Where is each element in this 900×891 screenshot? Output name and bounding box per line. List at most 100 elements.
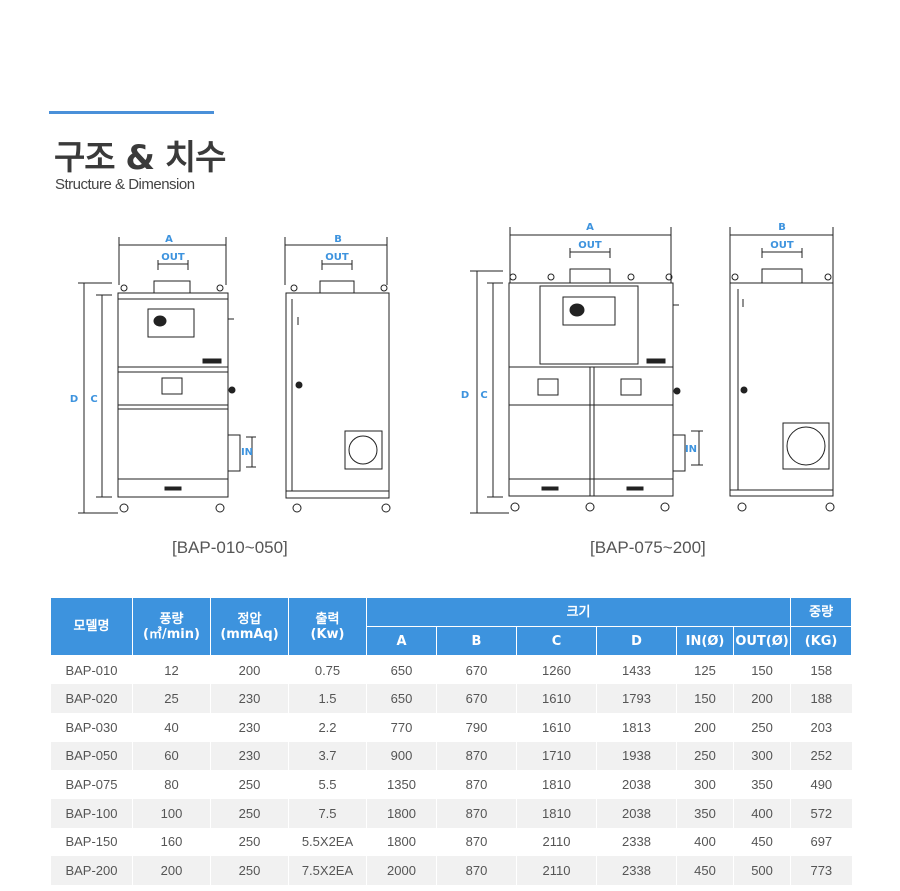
header-size-col: OUT(Ø) bbox=[732, 626, 792, 656]
table-cell: 1610 bbox=[516, 712, 597, 742]
table-cell: 1350 bbox=[366, 770, 437, 799]
header-model: 모델명 bbox=[50, 597, 133, 656]
dim-label-out: OUT bbox=[161, 252, 185, 263]
table-cell: 250 bbox=[676, 741, 734, 771]
table-cell: 500 bbox=[732, 856, 791, 885]
table-cell: 1610 bbox=[516, 684, 597, 713]
table-cell: 150 bbox=[732, 655, 791, 685]
table-cell: 200 bbox=[676, 712, 734, 742]
header-pressure: 정압(mmAq) bbox=[210, 597, 289, 656]
table-cell: BAP-075 bbox=[50, 770, 133, 799]
dim-label-c: C bbox=[90, 394, 97, 405]
table-cell: 870 bbox=[436, 798, 517, 828]
table-cell: 1813 bbox=[596, 712, 677, 742]
table-cell: 1260 bbox=[516, 655, 597, 685]
table-cell: 2038 bbox=[596, 770, 677, 799]
table-cell: 5.5X2EA bbox=[288, 827, 367, 857]
table-cell: 2338 bbox=[596, 856, 677, 885]
table-cell: 300 bbox=[676, 770, 734, 799]
dim-label-out-side: OUT bbox=[325, 252, 349, 263]
dim-label-d: D bbox=[70, 394, 78, 405]
table-cell: 252 bbox=[790, 741, 852, 771]
diagram-caption-small: [BAP-010~050] bbox=[172, 538, 288, 557]
table-cell: 250 bbox=[210, 798, 289, 828]
table-cell: 2038 bbox=[596, 798, 677, 828]
header-size: 크기 bbox=[365, 597, 792, 627]
title-accent-line bbox=[49, 111, 214, 114]
table-cell: 400 bbox=[676, 827, 734, 857]
header-size-col: IN(Ø) bbox=[676, 626, 734, 656]
table-cell: 870 bbox=[436, 770, 517, 799]
table-cell: 230 bbox=[210, 712, 289, 742]
table-cell: 3.7 bbox=[288, 741, 367, 771]
table-cell: 40 bbox=[132, 712, 211, 742]
table-cell: 450 bbox=[732, 827, 791, 857]
table-cell: 158 bbox=[790, 655, 852, 685]
header-power: 출력(Kw) bbox=[288, 597, 367, 656]
table-cell: 2338 bbox=[596, 827, 677, 857]
table-cell: 200 bbox=[132, 856, 211, 885]
table-cell: 450 bbox=[676, 856, 734, 885]
table-cell: 2000 bbox=[366, 856, 437, 885]
header-size-col: A bbox=[366, 626, 437, 656]
table-cell: 1810 bbox=[516, 770, 597, 799]
table-cell: BAP-050 bbox=[50, 741, 133, 771]
table-cell: 125 bbox=[676, 655, 734, 685]
dim-label-in: IN bbox=[241, 447, 253, 458]
header-weight: 중량 bbox=[790, 597, 853, 627]
dim-label-b: B bbox=[334, 234, 342, 245]
table-cell: 670 bbox=[436, 655, 517, 685]
table-cell: 300 bbox=[732, 741, 791, 771]
dim-label-out: OUT bbox=[578, 240, 602, 251]
table-cell: 697 bbox=[790, 827, 852, 857]
table-cell: 12 bbox=[132, 655, 211, 685]
dim-label-a: A bbox=[586, 222, 594, 233]
table-cell: 0.75 bbox=[288, 655, 367, 685]
table-cell: 670 bbox=[436, 684, 517, 713]
table-cell: BAP-150 bbox=[50, 827, 133, 857]
section-subtitle: Structure & Dimension bbox=[55, 176, 195, 193]
table-cell: BAP-200 bbox=[50, 856, 133, 885]
diagram-small-unit: A OUT D C IN B OUT bbox=[70, 234, 391, 514]
table-cell: 250 bbox=[732, 712, 791, 742]
header-size-col: C bbox=[516, 626, 597, 656]
table-cell: 350 bbox=[732, 770, 791, 799]
table-cell: 230 bbox=[210, 741, 289, 771]
table-cell: 572 bbox=[790, 798, 852, 828]
table-cell: 1800 bbox=[366, 827, 437, 857]
table-cell: 490 bbox=[790, 770, 852, 799]
dim-label-a: A bbox=[165, 234, 173, 245]
table-cell: BAP-030 bbox=[50, 712, 133, 742]
table-cell: 770 bbox=[366, 712, 437, 742]
table-cell: 200 bbox=[732, 684, 791, 713]
table-cell: 1710 bbox=[516, 741, 597, 771]
dim-label-d: D bbox=[461, 390, 469, 401]
table-cell: 2.2 bbox=[288, 712, 367, 742]
dim-label-c: C bbox=[480, 390, 487, 401]
table-cell: 870 bbox=[436, 741, 517, 771]
table-cell: 2110 bbox=[516, 827, 597, 857]
table-cell: 870 bbox=[436, 827, 517, 857]
table-cell: 900 bbox=[366, 741, 437, 771]
header-size-col: B bbox=[436, 626, 517, 656]
table-cell: 5.5 bbox=[288, 770, 367, 799]
table-cell: 203 bbox=[790, 712, 852, 742]
dim-label-out-side: OUT bbox=[770, 240, 794, 251]
table-cell: 250 bbox=[210, 827, 289, 857]
header-flow: 풍량(㎥/min) bbox=[132, 597, 211, 656]
section-title: 구조 & 치수 bbox=[54, 138, 226, 178]
table-cell: 80 bbox=[132, 770, 211, 799]
table-cell: 7.5X2EA bbox=[288, 856, 367, 885]
table-cell: BAP-010 bbox=[50, 655, 133, 685]
table-cell: 25 bbox=[132, 684, 211, 713]
table-cell: 773 bbox=[790, 856, 852, 885]
table-cell: 790 bbox=[436, 712, 517, 742]
